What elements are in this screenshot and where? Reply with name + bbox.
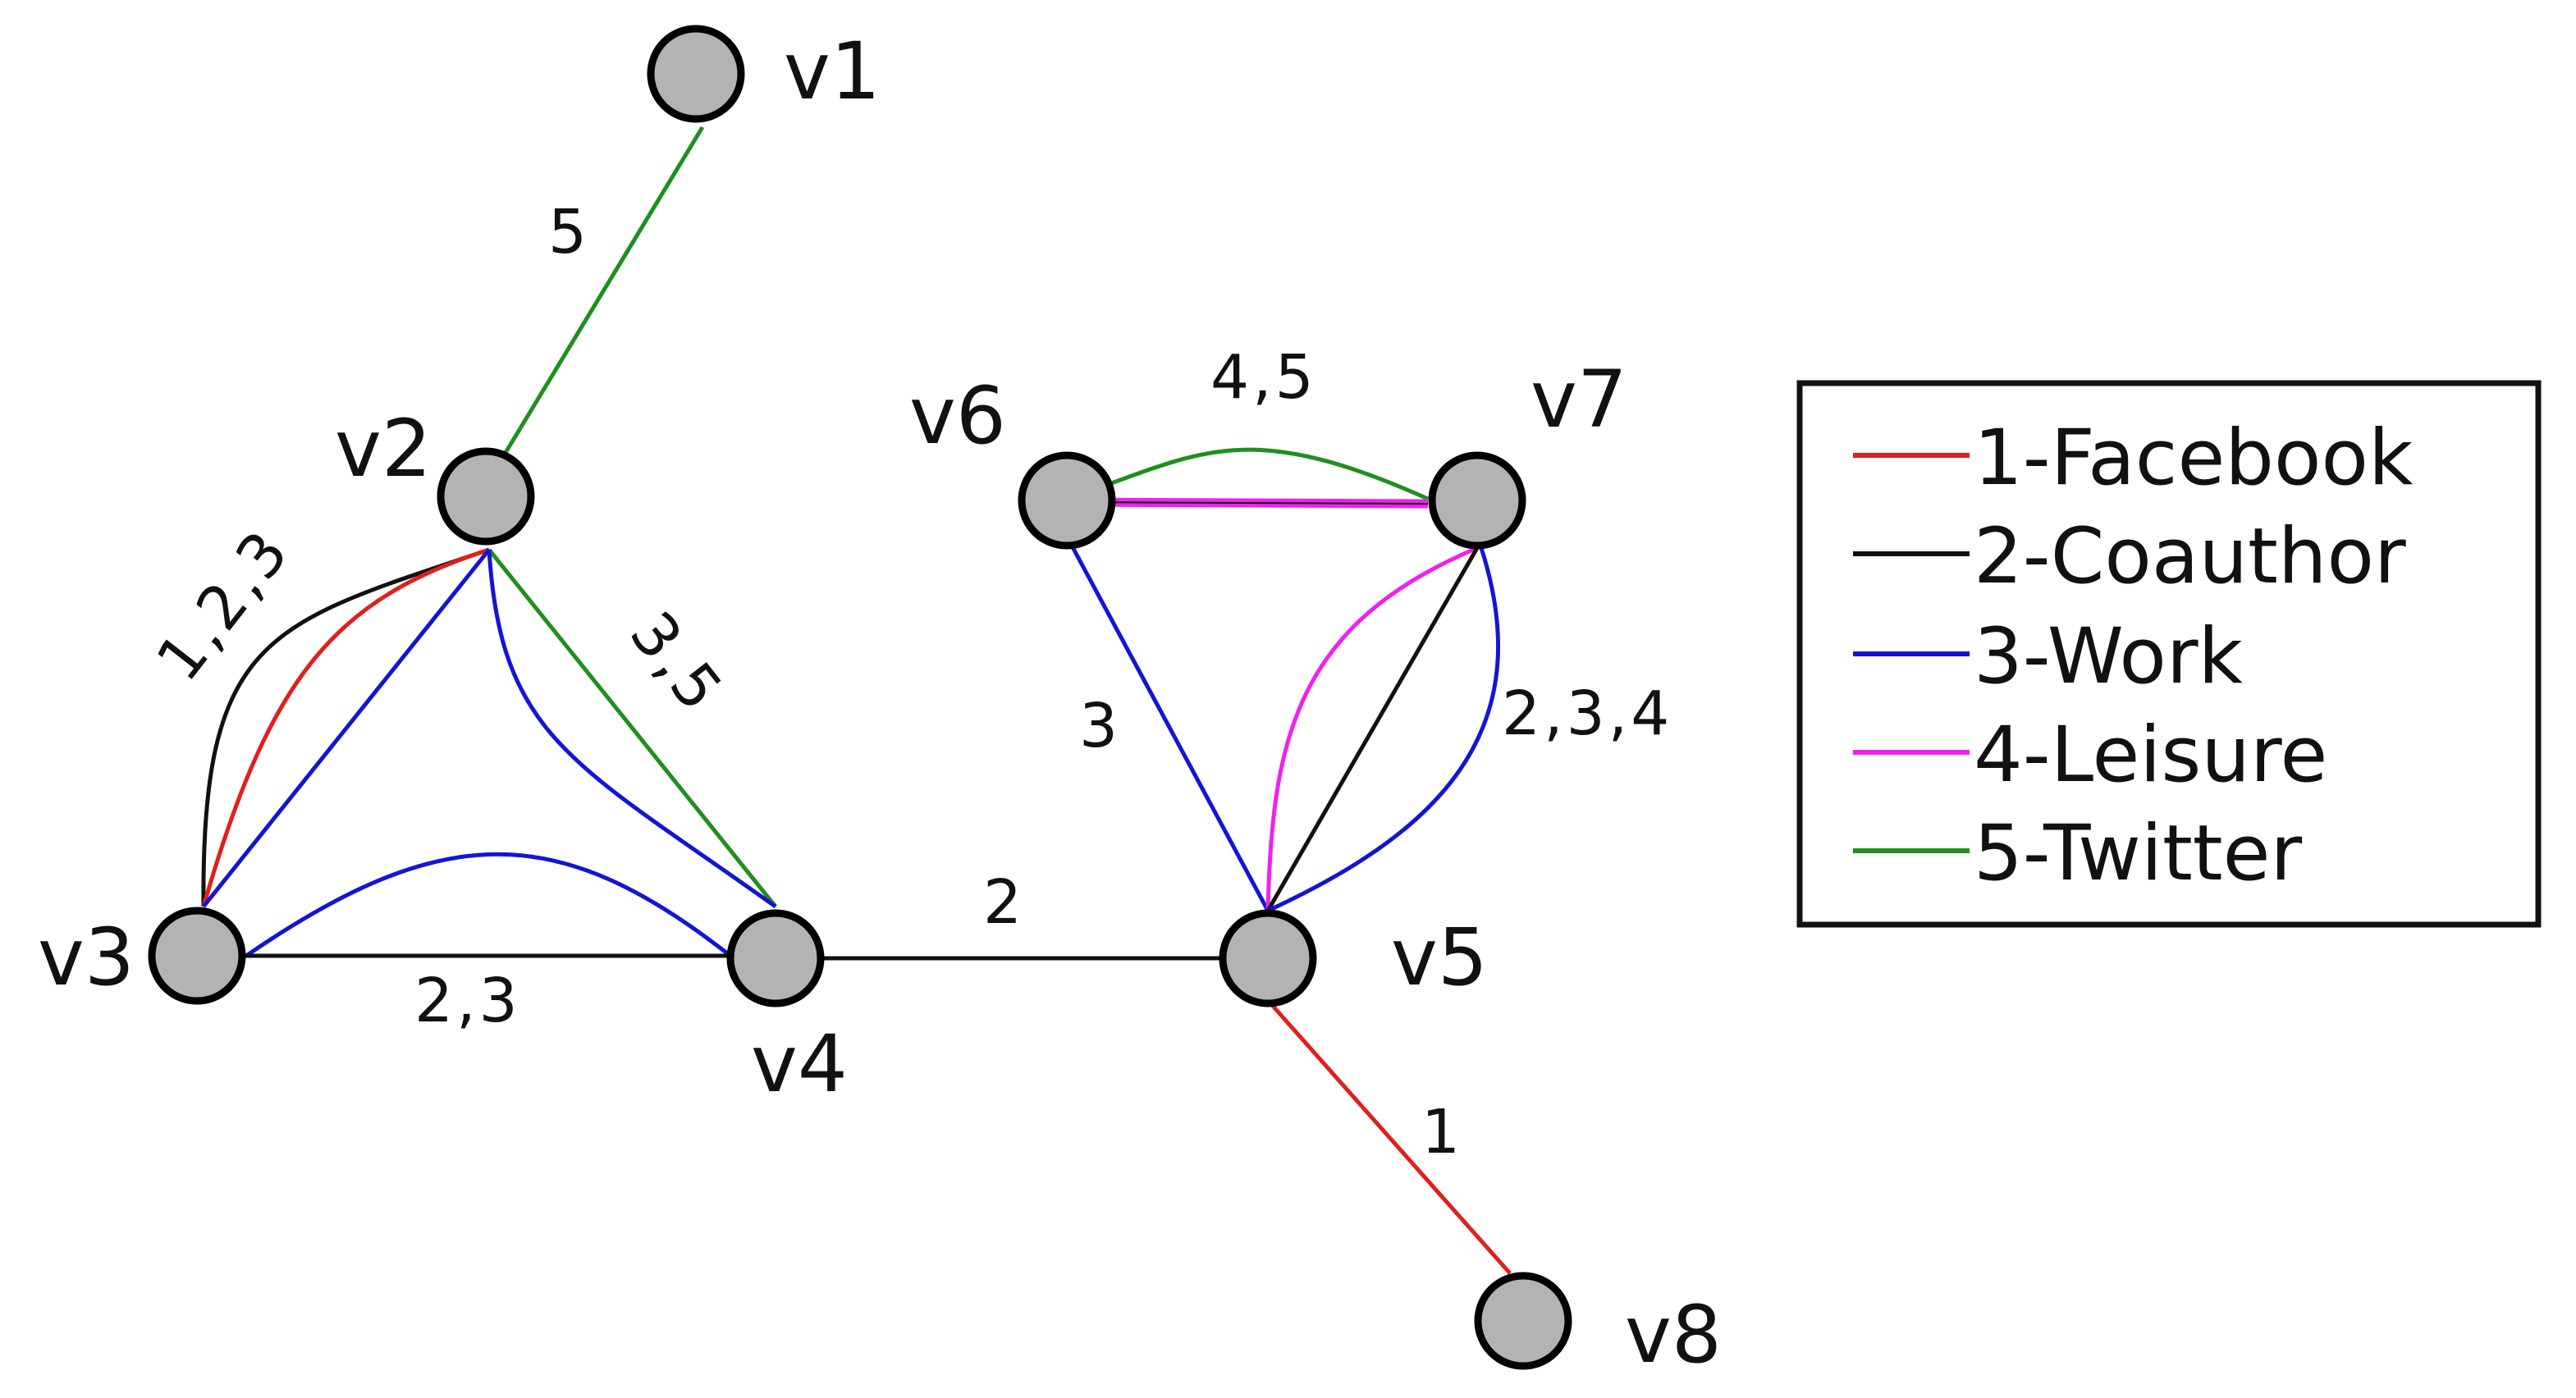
node-label-v4: v4 (751, 1018, 848, 1110)
edge-label-v1-v2: 5 (548, 197, 590, 267)
edge-v2-v3-work (202, 548, 491, 908)
node-labels: v1 v2 v3 v4 v5 v6 v7 v8 (38, 25, 1722, 1381)
node-v8 (1474, 1272, 1572, 1370)
edge-label-v3-v4: 2,3 (414, 966, 521, 1036)
legend-label-work: 3-Work (1974, 612, 2244, 701)
edge-v2-v4-work (487, 549, 777, 909)
nodes (148, 25, 1572, 1370)
edge-label-v4-v5: 2 (983, 867, 1025, 938)
node-v2 (437, 447, 535, 546)
edge-v1-v2-twitter (499, 126, 705, 461)
node-v4 (726, 909, 825, 1007)
node-label-v3: v3 (38, 911, 135, 1003)
node-label-v2: v2 (335, 403, 432, 495)
legend-label-facebook: 1-Facebook (1974, 413, 2414, 503)
node-v6 (1018, 451, 1116, 550)
edge-label-v6-v7: 4,5 (1210, 342, 1317, 413)
node-v1 (647, 25, 745, 123)
edge-v6-v7-twitter (1066, 447, 1430, 501)
edge-v2-v4-twitter (487, 548, 777, 908)
node-label-v6: v6 (909, 370, 1006, 462)
legend-item-facebook: 1-Facebook (1853, 413, 2414, 503)
node-v3 (148, 907, 246, 1005)
edge-v2-v3-coauthor (201, 547, 490, 907)
node-v5 (1219, 909, 1317, 1007)
legend-label-twitter: 5-Twitter (1974, 809, 2302, 898)
legend-label-leisure: 4-Leisure (1974, 710, 2327, 800)
legend: 1-Facebook 2-Coauthor 3-Work 4-Leisure 5… (1796, 380, 2542, 928)
edge-v5-v8-facebook (1270, 1003, 1512, 1275)
node-v7 (1428, 451, 1526, 550)
edge-labels: 5 1,2,3 3,5 2,3 2 4,5 3 2,3,4 1 (143, 197, 1672, 1167)
edges (197, 126, 1512, 1275)
legend-item-twitter: 5-Twitter (1853, 809, 2302, 898)
legend-item-coauthor: 2-Coauthor (1853, 512, 2406, 601)
node-label-v1: v1 (784, 25, 881, 117)
edge-v6-v5-work (1069, 544, 1270, 912)
edge-label-v6-v5: 3 (1079, 691, 1121, 761)
edge-v3-v4-work (245, 852, 732, 958)
node-label-v8: v8 (1625, 1289, 1722, 1381)
edge-v6-v7-coauthor (1066, 501, 1429, 505)
edge-label-v2-v4: 3,5 (616, 599, 738, 726)
edge-label-v2-v3: 1,2,3 (143, 516, 304, 694)
legend-item-leisure: 4-Leisure (1853, 710, 2327, 800)
edge-v2-v3-facebook (201, 547, 490, 907)
node-label-v5: v5 (1391, 911, 1488, 1003)
legend-label-coauthor: 2-Coauthor (1974, 512, 2406, 601)
edge-v7-v5-work (1266, 547, 1501, 913)
edge-v7-v5-leisure (1265, 546, 1478, 911)
edge-v7-v5-coauthor (1265, 546, 1480, 912)
edge-label-v5-v8: 1 (1421, 1097, 1463, 1167)
node-label-v7: v7 (1531, 354, 1627, 445)
edge-label-v7-v5: 2,3,4 (1502, 678, 1672, 749)
legend-item-work: 3-Work (1853, 612, 2244, 701)
